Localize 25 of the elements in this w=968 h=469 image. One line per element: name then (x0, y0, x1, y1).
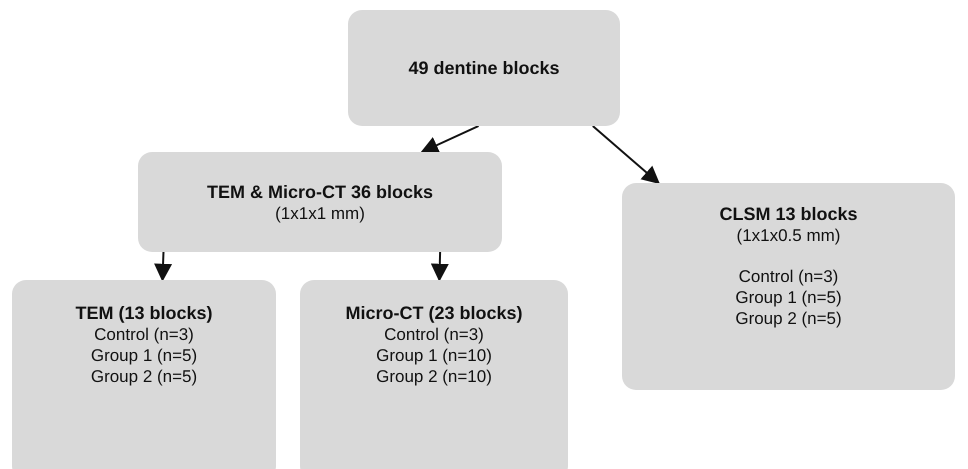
box-heading: Micro-CT (23 blocks) (345, 302, 523, 324)
process-box (138, 152, 502, 252)
process-box (300, 280, 568, 469)
arrow (420, 125, 479, 154)
box-heading: TEM (13 blocks) (75, 302, 213, 324)
box-text: Group 2 (n=5) (735, 308, 842, 329)
box-text: Control (n=3) (94, 324, 194, 345)
process-box (12, 280, 276, 469)
box-heading: TEM & Micro-CT 36 blocks (206, 180, 434, 202)
box-text: Group 2 (n=5) (90, 366, 198, 387)
arrow (430, 252, 449, 282)
box-text: Group 1 (n=10) (376, 345, 492, 366)
process-box (348, 10, 620, 126)
arrow (592, 125, 660, 184)
box-text: (1x1x1 mm) (275, 202, 365, 224)
box-text: Group 1 (n=5) (735, 287, 842, 308)
box-text: Group 1 (n=5) (90, 345, 198, 366)
arrow (154, 252, 172, 282)
process-box (622, 183, 955, 390)
box-text: (1x1x0.5 mm) (736, 225, 840, 246)
box-text: Control (n=3) (738, 266, 838, 287)
box-heading: 49 dentine blocks (408, 57, 560, 79)
box-text: Control (n=3) (384, 324, 484, 345)
box-heading: CLSM 13 blocks (719, 203, 858, 225)
box-text: Group 2 (n=10) (376, 366, 492, 387)
